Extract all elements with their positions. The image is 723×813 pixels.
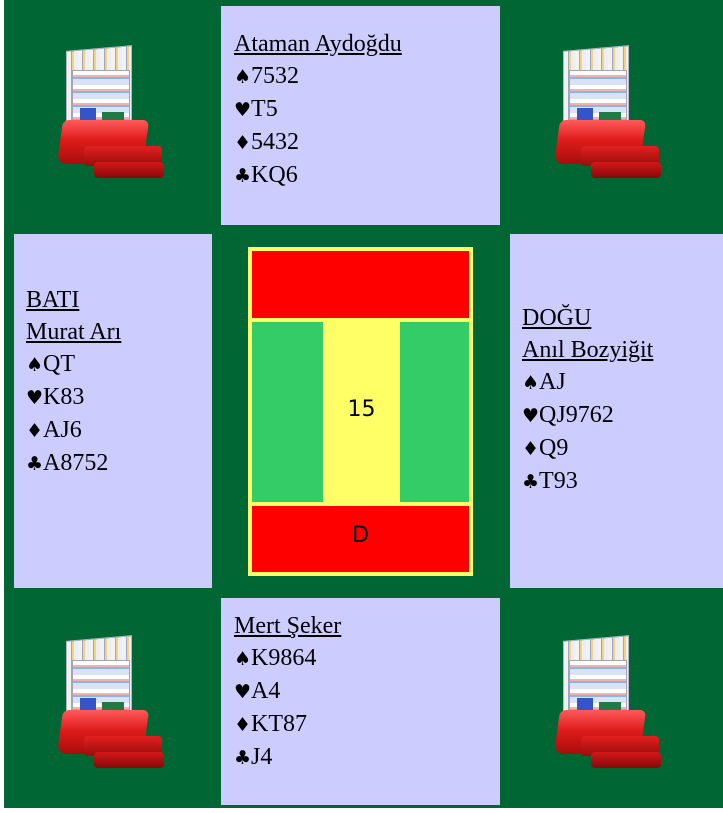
club-icon: ♣ bbox=[234, 165, 251, 187]
north-diamonds: ♦5432 bbox=[234, 126, 500, 159]
east-vulnerability-bar bbox=[400, 322, 469, 502]
dealer-label: D bbox=[252, 523, 469, 548]
west-spades: ♠QT bbox=[26, 348, 212, 381]
heart-icon: ♥ bbox=[234, 681, 251, 703]
north-spades: ♠7532 bbox=[234, 60, 500, 93]
north-player-name[interactable]: Ataman Aydoğdu bbox=[234, 28, 500, 60]
bidding-box-icon bbox=[537, 42, 667, 182]
east-clubs: ♣T93 bbox=[522, 465, 723, 498]
spade-icon: ♠ bbox=[234, 66, 251, 88]
bidding-box-icon bbox=[537, 632, 667, 772]
north-vulnerability-bar bbox=[252, 251, 469, 318]
board-number: 15 bbox=[323, 397, 400, 422]
north-hand-panel: Ataman Aydoğdu ♠7532 ♥T5 ♦5432 ♣KQ6 bbox=[221, 6, 500, 225]
diamond-icon: ♦ bbox=[234, 714, 251, 736]
south-spades: ♠K9864 bbox=[234, 642, 500, 675]
diamond-icon: ♦ bbox=[26, 420, 43, 442]
south-hand-panel: Mert Şeker ♠K9864 ♥A4 ♦KT87 ♣J4 bbox=[221, 598, 500, 805]
west-hearts: ♥K83 bbox=[26, 381, 212, 414]
south-player-name[interactable]: Mert Şeker bbox=[234, 610, 500, 642]
west-clubs: ♣A8752 bbox=[26, 447, 212, 480]
north-clubs: ♣KQ6 bbox=[234, 159, 500, 192]
south-diamonds: ♦KT87 bbox=[234, 708, 500, 741]
east-direction-label[interactable]: DOĞU bbox=[522, 302, 723, 334]
south-hearts: ♥A4 bbox=[234, 675, 500, 708]
spade-icon: ♠ bbox=[234, 648, 251, 670]
west-hand-panel: BATI Murat Arı ♠QT ♥K83 ♦AJ6 ♣A8752 bbox=[14, 234, 212, 588]
board-indicator: 15 D bbox=[248, 247, 473, 576]
west-vulnerability-bar bbox=[252, 322, 323, 502]
west-direction-label[interactable]: BATI bbox=[26, 284, 212, 316]
east-spades: ♠AJ bbox=[522, 366, 723, 399]
club-icon: ♣ bbox=[522, 471, 539, 493]
club-icon: ♣ bbox=[234, 747, 251, 769]
east-player-name[interactable]: Anıl Bozyiğit bbox=[522, 334, 723, 366]
east-hearts: ♥QJ9762 bbox=[522, 399, 723, 432]
east-hand-panel: DOĞU Anıl Bozyiğit ♠AJ ♥QJ9762 ♦Q9 ♣T93 bbox=[510, 234, 723, 588]
east-diamonds: ♦Q9 bbox=[522, 432, 723, 465]
spade-icon: ♠ bbox=[26, 354, 43, 376]
west-player-name[interactable]: Murat Arı bbox=[26, 316, 212, 348]
spade-icon: ♠ bbox=[522, 372, 539, 394]
west-diamonds: ♦AJ6 bbox=[26, 414, 212, 447]
bidding-box-icon bbox=[40, 632, 170, 772]
heart-icon: ♥ bbox=[26, 387, 43, 409]
north-hearts: ♥T5 bbox=[234, 93, 500, 126]
club-icon: ♣ bbox=[26, 453, 43, 475]
heart-icon: ♥ bbox=[234, 99, 251, 121]
bidding-box-icon bbox=[40, 42, 170, 182]
south-clubs: ♣J4 bbox=[234, 741, 500, 774]
heart-icon: ♥ bbox=[522, 405, 539, 427]
diamond-icon: ♦ bbox=[522, 438, 539, 460]
diamond-icon: ♦ bbox=[234, 132, 251, 154]
